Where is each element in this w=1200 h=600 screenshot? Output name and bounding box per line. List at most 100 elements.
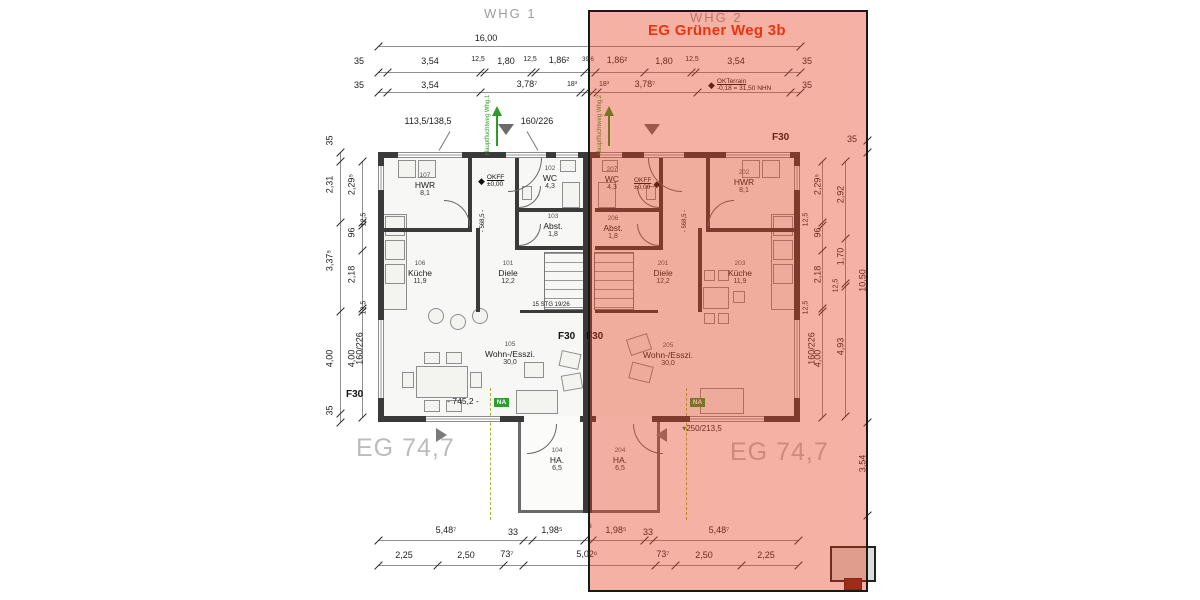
dim-label: 3 (588, 524, 592, 530)
dim-label: 35 (353, 80, 364, 90)
wall-segment (381, 228, 470, 232)
dim-label: 12,5 (360, 212, 368, 227)
ok-terrain-marker: ◆ OKTerrain-0,18 = 31,50 NHN (708, 78, 772, 93)
dim-label: 39,6 (582, 57, 594, 63)
furniture (446, 400, 462, 412)
furniture (446, 352, 462, 364)
dim-label: - 568,5 - (480, 209, 486, 233)
dim-label: 2,18 (346, 265, 357, 284)
dim-label: 18³ (566, 81, 578, 88)
wall-segment (595, 246, 659, 250)
dim-label: 12,5 (471, 56, 485, 63)
utility-structure (830, 546, 876, 582)
escape-arrow-icon (608, 116, 610, 146)
entrance-arrow-icon (656, 428, 667, 442)
entrance-arrow-icon (498, 124, 514, 135)
dim-overall-width: 16,00 (474, 33, 498, 43)
furniture (418, 160, 436, 178)
dim-label: 2,50 (457, 550, 475, 560)
furniture (402, 372, 414, 388)
escape-route-label: Hauptfluchtweg Whg.2 (597, 94, 603, 156)
entrance-arrow-icon (436, 428, 447, 442)
leader-line (526, 131, 539, 151)
dim-label: 5,02⁶ (576, 549, 598, 559)
dim-label: 3,54 (727, 56, 745, 66)
window-opening (556, 152, 578, 158)
furniture (385, 264, 405, 284)
wall-segment (708, 228, 797, 232)
dim-label: 12,5 (360, 300, 368, 315)
furniture (424, 352, 440, 364)
dim-label: 12,5 (802, 212, 810, 227)
dim-label: 35 (801, 56, 812, 66)
apartment-label-whg1: WHG 1 (484, 6, 537, 21)
floor-area-label-right: EG 74,7 (730, 438, 829, 466)
dim-label: 3,54 (421, 80, 439, 90)
dimension-line (362, 161, 363, 417)
dimension-line (378, 565, 798, 566)
okff-marker: OKFF±0,00 ◆ (634, 177, 661, 192)
window-label: 160/226 (806, 332, 817, 365)
f30-label: F30 (772, 132, 790, 143)
dim-label: 1,98⁵ (605, 525, 627, 535)
stair-label: 15 STG 19/26 (532, 302, 570, 308)
window-opening (644, 152, 684, 158)
window-opening (398, 152, 462, 158)
window-opening (600, 152, 622, 158)
wall-segment (595, 208, 659, 212)
furniture (718, 313, 729, 324)
dim-label: 3,78⁷ (516, 79, 538, 89)
dimension-line (378, 72, 800, 73)
dim-label: 12,5 (802, 300, 810, 315)
furniture (700, 388, 744, 414)
furniture (704, 313, 715, 324)
dim-label: 4,00 (324, 349, 335, 368)
wall-segment (468, 158, 472, 232)
wall-segment (518, 422, 521, 513)
furniture (718, 270, 729, 281)
dim-label: 33 (507, 527, 518, 537)
level-diamond-icon: ◆ (478, 175, 485, 186)
window-opening (506, 152, 546, 158)
furniture (398, 160, 416, 178)
wall-segment (657, 422, 660, 513)
wall-segment (476, 228, 480, 312)
dim-label: 1,80 (497, 56, 515, 66)
terrace-door-label: ▾250/213,5 (682, 424, 722, 433)
entrance-arrow-icon (644, 124, 660, 135)
dim-label: 5,48⁷ (708, 525, 730, 535)
plan-title: EG Grüner Weg 3b (648, 22, 786, 39)
dim-label: 73⁷ (500, 549, 514, 559)
window-opening (794, 320, 800, 398)
marker-triangle-icon: ▾ (682, 424, 687, 433)
na-marker: NA (690, 398, 705, 407)
furniture (416, 366, 468, 398)
dimension-line (378, 540, 798, 541)
furniture (470, 372, 482, 388)
furniture (424, 400, 440, 412)
furniture (773, 216, 793, 236)
furniture (428, 308, 444, 324)
window-opening (690, 416, 764, 422)
dim-label: 3,78⁷ (634, 79, 656, 89)
furniture (762, 160, 780, 178)
dimension-line (340, 152, 341, 422)
dim-label: 33 (642, 527, 653, 537)
window-opening (794, 166, 800, 190)
drain-line (686, 388, 687, 520)
drain-line (490, 388, 491, 520)
furniture (602, 160, 618, 172)
wall-segment (595, 310, 658, 313)
dim-label: 18³ (598, 81, 610, 88)
furniture (773, 264, 793, 284)
dim-label: 96 (346, 227, 357, 238)
dim-label: - 745,2 - (447, 396, 479, 406)
dim-label: 2,25 (395, 550, 413, 560)
